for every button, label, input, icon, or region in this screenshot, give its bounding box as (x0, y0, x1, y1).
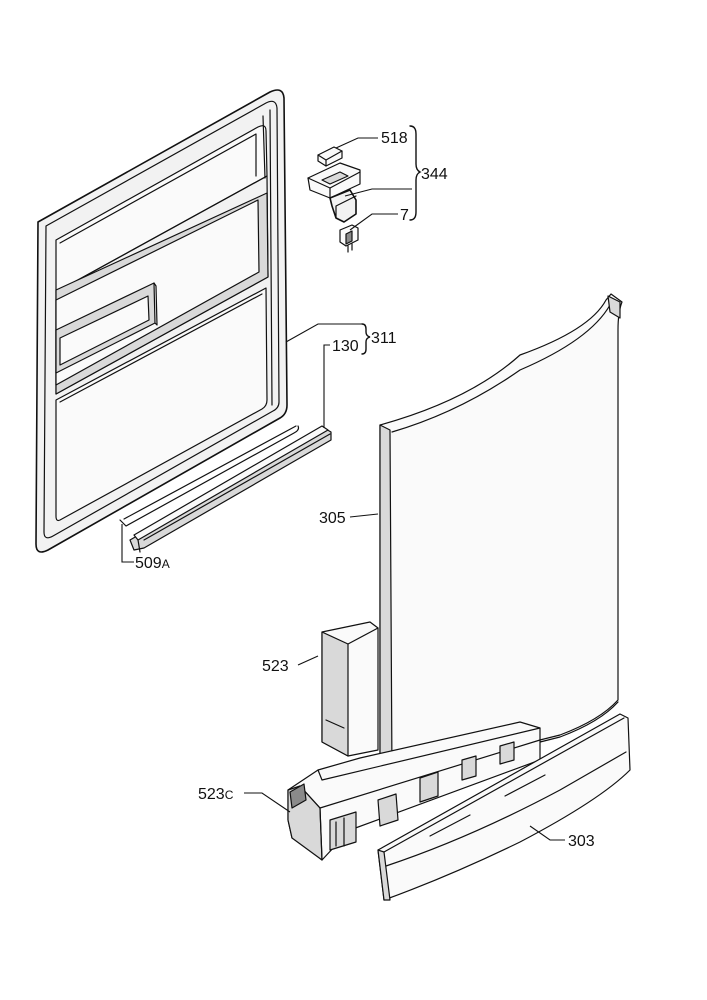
control-unit-box (321, 621, 379, 757)
control-panel-housing (287, 721, 541, 861)
leader-lines (121, 137, 565, 841)
brace-311 (361, 323, 371, 355)
outer-door-panel (379, 293, 623, 776)
callout-344: 344 (421, 166, 448, 183)
hinge-latch-assembly (307, 146, 361, 253)
callout-523c: 523C (198, 786, 234, 803)
inner-door-panel (35, 89, 288, 553)
callout-523: 523 (262, 658, 289, 675)
brace-344 (409, 125, 422, 221)
gasket-rod (119, 425, 300, 527)
callout-509a: 509A (135, 555, 170, 572)
callout-303: 303 (568, 833, 595, 850)
callout-305: 305 (319, 510, 346, 527)
control-panel-cover (377, 713, 631, 901)
callout-311: 311 (371, 330, 397, 347)
callout-7: 7 (400, 207, 409, 224)
callout-518: 518 (381, 130, 408, 147)
callout-130: 130 (332, 338, 359, 355)
